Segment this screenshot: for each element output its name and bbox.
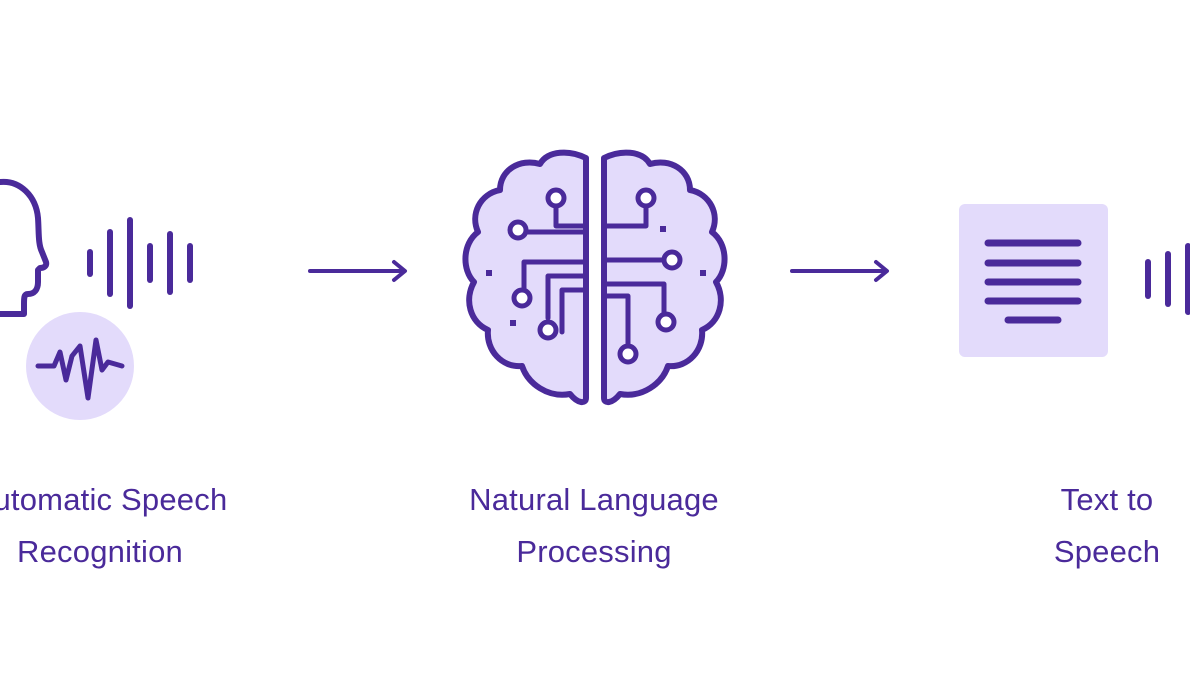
step-label-tts: Text to Speech	[947, 474, 1190, 578]
step-label-line: Text to	[1060, 482, 1154, 517]
sound-wave-icon	[1145, 243, 1190, 315]
step-label-line: Recognition	[17, 534, 183, 569]
step-label-asr: Automatic Speech Recognition	[0, 474, 360, 578]
step-label-line: Processing	[516, 534, 672, 569]
text-document-icon	[959, 204, 1108, 357]
step-label-line: Speech	[1053, 534, 1161, 569]
step-label-line: Natural Language	[469, 482, 719, 517]
head-speaking-icon	[0, 178, 50, 317]
arrow-right-icon	[790, 260, 889, 282]
arrow-right-icon	[308, 260, 407, 282]
brain-circuit-icon	[462, 149, 728, 406]
sound-wave-icon	[87, 217, 193, 309]
step-label-nlp: Natural Language Processing	[334, 474, 854, 578]
step-label-line: Automatic Speech	[0, 482, 228, 517]
waveform-circle-icon	[26, 312, 134, 420]
